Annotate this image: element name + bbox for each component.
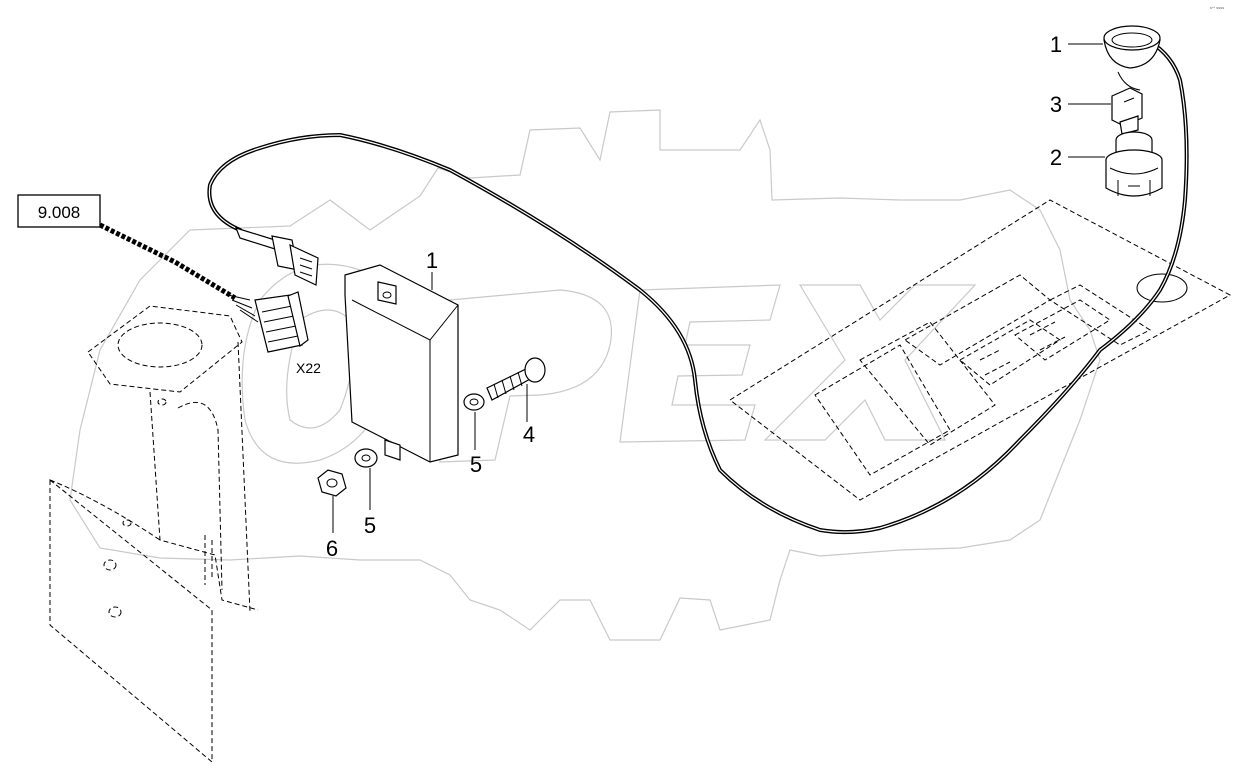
callout-control-unit: 1 [426, 248, 438, 273]
watermark-letter-p [439, 289, 612, 463]
panel-slot-4 [959, 319, 1061, 386]
watermark-letter-o-inner [286, 309, 354, 429]
panel-slot-2 [859, 321, 996, 446]
callout-washer-lower: 5 [364, 513, 376, 538]
switch-cap: 1 [1050, 25, 1161, 91]
washer-lower: 5 [354, 448, 378, 538]
washer-upper-hole [469, 398, 479, 406]
control-unit-edges [351, 299, 459, 462]
washer-upper-ring [463, 393, 485, 411]
reference-dashed-lead [98, 222, 237, 301]
reference-box [17, 194, 101, 228]
washer-lower-hole [361, 454, 371, 462]
callout-cap: 1 [1050, 32, 1062, 57]
panel-slot-6 [1048, 284, 1152, 346]
key-head [1111, 87, 1143, 127]
callout-key: 3 [1050, 92, 1062, 117]
corner-note: s** ssss [1210, 5, 1224, 10]
bracket-bolt-hole-1 [103, 559, 117, 571]
ignition-key: 3 [1050, 87, 1143, 135]
floor-panel [729, 199, 1232, 501]
harness-plug [234, 227, 319, 286]
nut-hole [326, 478, 338, 488]
panel-slot-5 [1014, 299, 1111, 361]
connector-wires [227, 294, 259, 323]
switch-body [1105, 160, 1163, 197]
opex-watermark [69, 109, 1101, 641]
key-slot [1123, 97, 1135, 103]
floor-plate-outline [729, 199, 1232, 501]
watermark-letter-x [763, 284, 977, 441]
connector-side [287, 291, 309, 348]
control-unit-tab-top [377, 281, 397, 305]
mounting-bracket [49, 305, 259, 764]
panel-slot-1 [814, 344, 951, 476]
cap-rim [1103, 25, 1161, 51]
bracket-top-plate [87, 305, 243, 393]
control-unit: 1 [344, 248, 459, 463]
bracket-base-edge [49, 479, 161, 541]
screw-threads [493, 371, 523, 399]
cap-strap [1117, 71, 1141, 91]
control-unit-tab-hole [382, 291, 392, 299]
washer-upper: 5 [463, 393, 485, 477]
plug-head [289, 243, 319, 286]
connector-x22: X22 [254, 291, 321, 376]
bracket-bolt-hole-2 [108, 606, 122, 618]
cap-inner [1111, 32, 1153, 48]
nut: 6 [317, 469, 347, 561]
callout-washer-upper: 5 [470, 452, 482, 477]
screw-head [524, 357, 546, 383]
ignition-switch: 2 [1050, 131, 1163, 197]
watermark-letter-e [619, 284, 781, 443]
bracket-hole [117, 322, 203, 368]
bracket-inner-curve [177, 401, 223, 591]
bracket-bolt-hole-4 [122, 519, 132, 527]
floor-plate-hole [1136, 273, 1188, 303]
harness-cable-inner [208, 41, 1188, 533]
panel-slot-3 [904, 274, 1051, 366]
connector-ribs [261, 305, 299, 343]
bracket-base-plate [49, 478, 213, 764]
plug-boot [234, 227, 279, 251]
nut-body [317, 469, 347, 497]
washer-lower-ring [354, 448, 378, 468]
bracket-bolt-hole-3 [157, 398, 167, 406]
reference-box-label[interactable]: 9.008 [38, 203, 81, 222]
plug-pins [299, 257, 313, 277]
cable-harness [207, 40, 1189, 535]
key-blade [1119, 115, 1139, 135]
control-unit-tab-bottom [384, 439, 401, 461]
bracket-leg-back [237, 341, 251, 613]
callout-switch: 2 [1050, 145, 1062, 170]
connector-label: X22 [296, 360, 321, 376]
watermark-gear-outline [69, 109, 1101, 641]
bracket-leg-front [149, 391, 259, 611]
bracket-slots [204, 535, 213, 585]
callout-screw: 4 [523, 422, 535, 447]
callout-nut: 6 [326, 536, 338, 561]
panel-switch-marks [979, 321, 1066, 376]
reference-callout: 9.008 [17, 194, 259, 323]
screw: 4 [486, 357, 546, 447]
switch-body-details [1109, 167, 1159, 196]
